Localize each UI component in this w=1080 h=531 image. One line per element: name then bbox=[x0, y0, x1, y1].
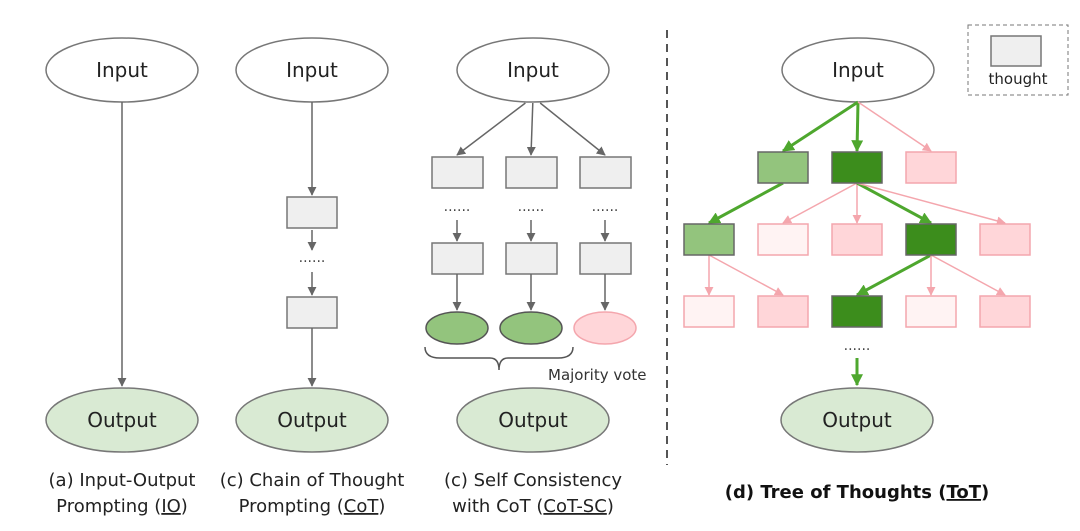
edge-selected bbox=[781, 100, 859, 153]
thought-node bbox=[505, 242, 558, 275]
sc-chains: .................. bbox=[425, 102, 637, 345]
thought-node-pruned bbox=[683, 295, 735, 328]
input-label: Input bbox=[286, 58, 338, 82]
ellipsis: ...... bbox=[844, 338, 871, 354]
output-node bbox=[45, 387, 199, 453]
edge bbox=[526, 102, 536, 156]
thought-node bbox=[286, 196, 338, 229]
thought-node bbox=[286, 296, 338, 329]
thought-node bbox=[579, 156, 632, 189]
caption: (a) Input-Output bbox=[49, 470, 196, 491]
thought-node-good bbox=[905, 223, 957, 256]
ellipsis: ...... bbox=[592, 199, 619, 215]
edge-selected bbox=[851, 101, 864, 153]
edge-selected bbox=[707, 181, 784, 225]
thought-node-pruned bbox=[905, 151, 957, 184]
thought-node bbox=[431, 242, 484, 275]
tot-panel: thought Input ...... Output (d) Tree of … bbox=[683, 24, 1069, 503]
edge-selected bbox=[856, 181, 933, 225]
caption: (c) Chain of Thought bbox=[220, 470, 405, 491]
output-label: Output bbox=[87, 408, 157, 432]
output-label: Output bbox=[277, 408, 347, 432]
caption: (d) Tree of Thoughts (ToT) bbox=[725, 482, 990, 503]
thought-node-good bbox=[757, 151, 809, 184]
input-label: Input bbox=[96, 58, 148, 82]
output-node bbox=[456, 387, 610, 453]
input-label: Input bbox=[507, 58, 559, 82]
thought-node-good bbox=[831, 295, 883, 328]
thought-node-pruned bbox=[979, 223, 1031, 256]
output-label: Output bbox=[498, 408, 568, 432]
output-node bbox=[235, 387, 389, 453]
cotsc-panel: Input .................. Majority vote O… bbox=[424, 37, 647, 517]
caption: with CoT (CoT-SC) bbox=[452, 496, 614, 517]
answer-node-good bbox=[425, 311, 489, 345]
thought-node-pruned bbox=[757, 295, 809, 328]
edge-pruned bbox=[857, 101, 932, 152]
legend-thought-swatch bbox=[990, 35, 1042, 67]
answer-node-bad bbox=[573, 311, 637, 345]
legend-label: thought bbox=[989, 70, 1048, 88]
io-panel: Input Output (a) Input-Output Prompting … bbox=[45, 37, 199, 517]
edge bbox=[539, 102, 606, 156]
tot-tree bbox=[683, 100, 1031, 387]
edge-pruned bbox=[930, 254, 1006, 296]
thought-node bbox=[431, 156, 484, 189]
thought-node-pruned bbox=[831, 223, 883, 256]
caption: Prompting (CoT) bbox=[239, 496, 386, 517]
edge-selected bbox=[855, 253, 932, 297]
brace bbox=[424, 346, 574, 371]
edge bbox=[456, 102, 526, 156]
thought-node-pruned bbox=[905, 295, 957, 328]
output-label: Output bbox=[822, 408, 892, 432]
thought-node bbox=[579, 242, 632, 275]
thought-node-pruned bbox=[979, 295, 1031, 328]
legend-box bbox=[967, 24, 1069, 96]
ellipsis: ...... bbox=[518, 199, 545, 215]
thought-node-pruned bbox=[757, 223, 809, 256]
ellipsis: ...... bbox=[299, 250, 326, 266]
majority-vote-label: Majority vote bbox=[548, 366, 647, 384]
thought-node-good bbox=[831, 151, 883, 184]
thought-node bbox=[505, 156, 558, 189]
output-node bbox=[780, 387, 934, 453]
caption: Prompting (IO) bbox=[56, 496, 188, 517]
edge-pruned bbox=[856, 182, 1006, 226]
edge-pruned bbox=[708, 254, 784, 296]
cot-panel: Input ...... Output (c) Chain of Thought… bbox=[220, 37, 405, 517]
input-label: Input bbox=[832, 58, 884, 82]
answer-node-good bbox=[499, 311, 563, 345]
ellipsis: ...... bbox=[444, 199, 471, 215]
thought-node-good bbox=[683, 223, 735, 256]
edge-pruned bbox=[782, 182, 858, 224]
caption: (c) Self Consistency bbox=[444, 470, 622, 491]
input-node bbox=[456, 37, 610, 103]
